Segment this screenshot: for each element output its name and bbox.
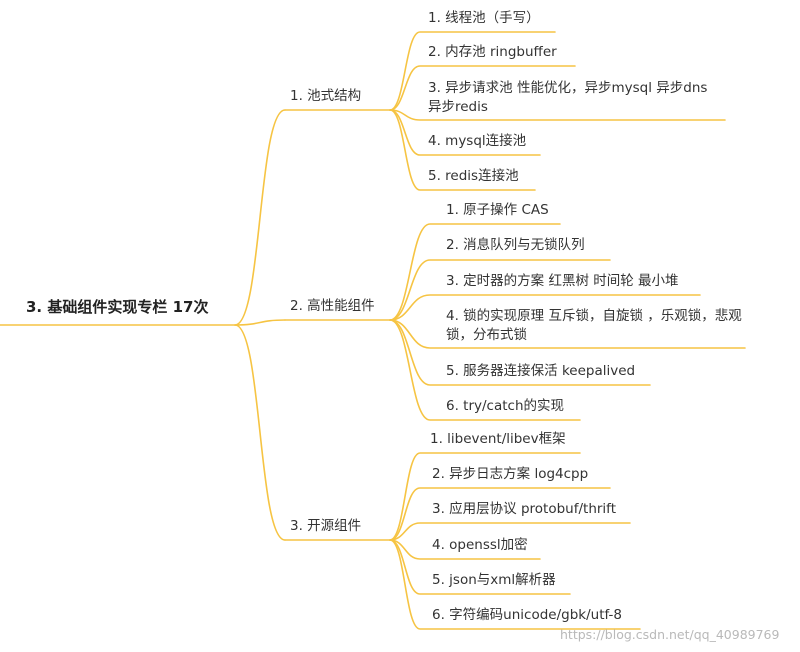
leaf-node: 6. 字符编码unicode/gbk/utf-8 xyxy=(432,607,622,623)
branch-node-open-source: 3. 开源组件 xyxy=(290,518,362,534)
leaf-node: 3. 定时器的方案 红黑树 时间轮 最小堆 xyxy=(446,273,679,289)
branch-node-pool-structure: 1. 池式结构 xyxy=(290,88,362,104)
leaf-node: 4. openssl加密 xyxy=(432,537,528,553)
leaf-node: 1. 原子操作 CAS xyxy=(446,202,549,218)
watermark: https://blog.csdn.net/qq_40989769 xyxy=(560,627,780,642)
leaf-node: 2. 消息队列与无锁队列 xyxy=(446,237,585,253)
leaf-node: 6. try/catch的实现 xyxy=(446,398,565,414)
leaf-node: 1. 线程池（手写） xyxy=(428,10,540,26)
leaf-node: 5. json与xml解析器 xyxy=(432,572,556,588)
leaf-node: 2. 内存池 ringbuffer xyxy=(428,44,557,60)
leaf-node: 4. 锁的实现原理 互斥锁，自旋锁 ，乐观锁，悲观锁，分布式锁 xyxy=(446,308,742,343)
leaf-node: 3. 异步请求池 性能优化，异步mysql 异步dns 异步redis xyxy=(428,80,708,115)
leaf-node: 1. libevent/libev框架 xyxy=(430,431,566,447)
leaf-node: 5. redis连接池 xyxy=(428,168,519,184)
branch-node-high-performance: 2. 高性能组件 xyxy=(290,298,375,314)
leaf-node: 4. mysql连接池 xyxy=(428,133,527,149)
leaf-node: 2. 异步日志方案 log4cpp xyxy=(432,466,589,482)
root-node: 3. 基础组件实现专栏 17次 xyxy=(26,298,209,316)
leaf-node: 3. 应用层协议 protobuf/thrift xyxy=(432,501,616,517)
leaf-node: 5. 服务器连接保活 keepalived xyxy=(446,363,636,379)
